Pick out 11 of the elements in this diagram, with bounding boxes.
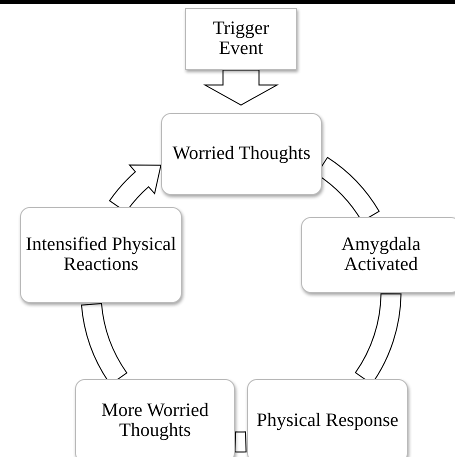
node-text: More Worried Thoughts — [100, 401, 210, 441]
node-text: Physical Response — [256, 411, 398, 431]
node-text: Amygdala Activated — [340, 235, 422, 275]
rounded-box — [161, 113, 322, 195]
cycle-band — [234, 431, 247, 452]
trigger-box — [185, 8, 297, 70]
node-text: Trigger Event — [212, 19, 270, 59]
node-text: Intensified Physical Reactions — [25, 235, 177, 275]
block-arrow — [203, 70, 279, 106]
rounded-box — [20, 207, 182, 303]
node-text: Worried Thoughts — [172, 144, 310, 164]
